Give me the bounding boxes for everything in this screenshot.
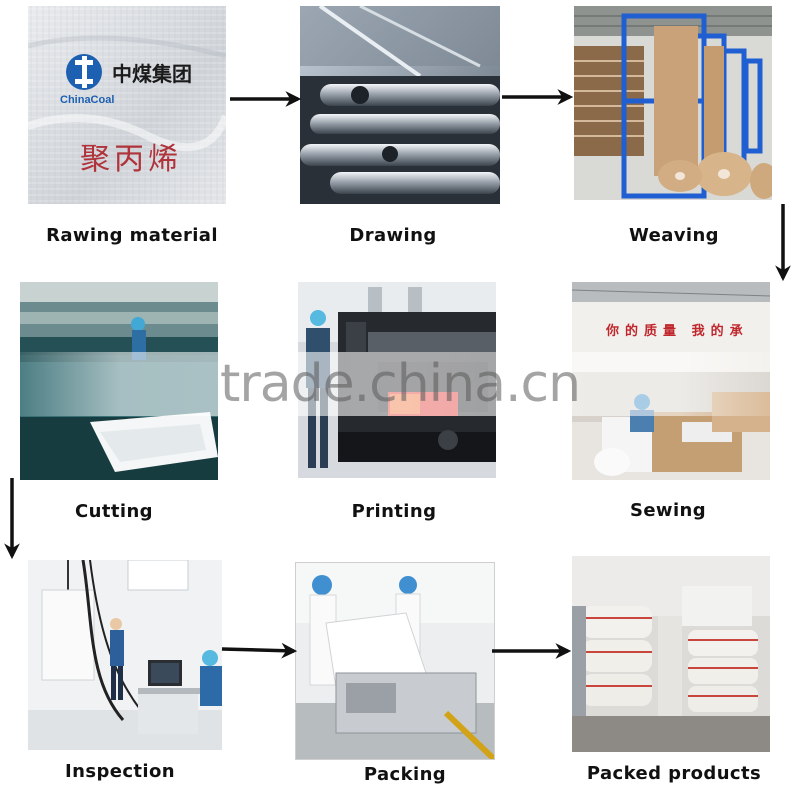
- watermark-band: [0, 352, 800, 416]
- caption-packing: Packing: [363, 764, 447, 785]
- caption-weaving: Weaving: [629, 225, 719, 246]
- raw-bag-texture: [28, 6, 226, 204]
- caption-sewing: Sewing: [629, 500, 707, 521]
- weaving-racks: [574, 6, 772, 200]
- arrow-inspection-to-packing: [221, 642, 298, 659]
- inspection-room: [28, 560, 222, 750]
- packing-station: [296, 563, 494, 759]
- sewing-wall-text: 你的质量 我的承: [606, 323, 749, 338]
- brand-chinese-text: 中煤集团: [112, 62, 192, 86]
- caption-cutting: Cutting: [75, 501, 153, 522]
- logo-text: ChinaCoal: [60, 94, 115, 106]
- watermark-text: trade.china.cn: [219, 354, 581, 414]
- caption-inspection: Inspection: [65, 761, 175, 782]
- caption-rawing-material: Rawing material: [46, 225, 218, 246]
- photo-drawing: [300, 6, 500, 204]
- photo-weaving: [574, 6, 772, 200]
- photo-packing: [295, 562, 495, 760]
- caption-packed-products: Packed products: [586, 763, 762, 784]
- photo-inspection: [28, 560, 222, 750]
- photo-rawing-material: ChinaCoal 中煤集团 聚丙烯: [28, 6, 226, 204]
- material-chinese-text: 聚丙烯: [80, 142, 182, 177]
- chinacoal-logo-icon: [66, 54, 102, 90]
- packed-bales: [572, 556, 770, 752]
- caption-drawing: Drawing: [349, 225, 437, 246]
- drawing-machine-rollers: [300, 6, 500, 204]
- photo-packed-products: [572, 556, 770, 752]
- caption-printing: Printing: [351, 501, 437, 522]
